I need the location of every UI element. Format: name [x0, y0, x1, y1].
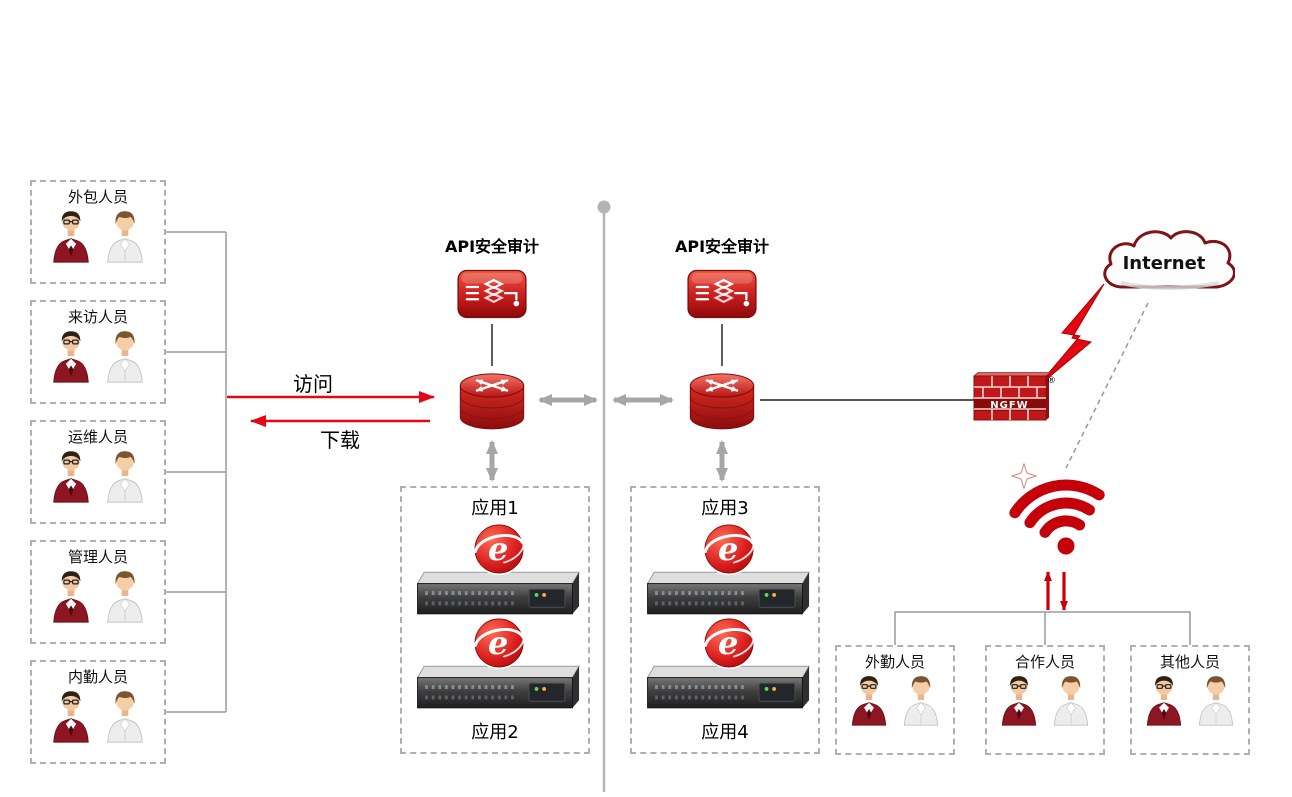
center-divider	[597, 200, 611, 792]
user-group-label: 管理人员	[67, 548, 128, 566]
app-zone-left: 应用1 应用2	[400, 486, 590, 754]
ie-browser-icon	[472, 616, 526, 670]
person-light-icon	[102, 568, 148, 624]
ie-browser-icon	[472, 522, 526, 576]
person-red-icon	[48, 688, 94, 744]
persons	[32, 208, 164, 264]
sparkle-icon	[1010, 462, 1038, 490]
ngfw-label: NGFW	[990, 400, 1029, 411]
user-group-internal: 内勤人员	[30, 660, 166, 764]
person-light-icon	[899, 673, 943, 727]
user-group-management: 管理人员	[30, 540, 166, 644]
internet-label: Internet	[1122, 253, 1206, 274]
user-group-label: 来访人员	[67, 308, 128, 326]
person-light-icon	[102, 448, 148, 504]
user-group-partner: 合作人员	[985, 645, 1105, 755]
left-user-bracket	[166, 231, 227, 713]
switch-stack-icon	[682, 362, 762, 434]
person-red-icon	[48, 448, 94, 504]
persons	[837, 673, 953, 727]
person-red-icon	[997, 673, 1041, 727]
user-group-label: 合作人员	[1014, 653, 1075, 671]
person-red-icon	[847, 673, 891, 727]
person-light-icon	[1049, 673, 1093, 727]
user-group-label: 内勤人员	[67, 668, 128, 686]
person-light-icon	[102, 328, 148, 384]
wifi-zone	[1002, 458, 1118, 562]
right-user-bracket	[894, 611, 1191, 645]
app-label: 应用2	[471, 722, 519, 743]
black-links	[491, 324, 978, 401]
internet-cloud: Internet	[1093, 220, 1236, 308]
switch-stack-icon	[452, 362, 532, 434]
user-group-field: 外勤人员	[835, 645, 955, 755]
download-label: 下载	[320, 428, 360, 452]
api-audit-title-left: API安全审计	[444, 237, 540, 256]
persons	[32, 568, 164, 624]
user-group-label: 外包人员	[67, 188, 128, 206]
person-red-icon	[48, 568, 94, 624]
persons	[32, 688, 164, 744]
user-group-label: 运维人员	[67, 428, 128, 446]
user-group-ops: 运维人员	[30, 420, 166, 524]
cloud-wifi-dashed-link	[1065, 302, 1149, 469]
wifi-icon	[1009, 462, 1105, 555]
user-group-label: 其他人员	[1159, 653, 1220, 671]
persons	[1132, 673, 1248, 727]
person-light-icon	[102, 688, 148, 744]
person-red-icon	[48, 328, 94, 384]
ie-browser-icon	[702, 616, 756, 670]
api-audit-appliance-icon	[452, 264, 532, 324]
persons	[32, 448, 164, 504]
ngfw-brick-icon	[973, 372, 1049, 421]
gray-double-arrows	[486, 394, 728, 482]
ie-browser-icon	[702, 522, 756, 576]
user-group-label: 外勤人员	[864, 653, 925, 671]
user-group-visitor: 来访人员	[30, 300, 166, 404]
app-label: 应用3	[701, 498, 749, 519]
person-light-icon	[102, 208, 148, 264]
person-red-icon	[48, 208, 94, 264]
access-label: 访问	[293, 372, 333, 396]
persons	[987, 673, 1103, 727]
person-light-icon	[1194, 673, 1238, 727]
api-audit-title-right: API安全审计	[674, 237, 770, 256]
ngfw-registered-mark: ®	[1047, 376, 1056, 386]
app-label: 应用4	[701, 722, 749, 743]
user-group-outsourced: 外包人员	[30, 180, 166, 284]
user-group-other: 其他人员	[1130, 645, 1250, 755]
internet-cloud-icon	[1103, 230, 1236, 290]
app-label: 应用1	[471, 498, 519, 519]
access-download-arrows	[227, 391, 435, 427]
app-zone-right: 应用3 应用4	[630, 486, 820, 754]
person-red-icon	[1142, 673, 1186, 727]
persons	[32, 328, 164, 384]
ngfw-firewall: NGFW ®	[973, 372, 1056, 422]
api-audit-appliance-icon	[682, 264, 762, 324]
wifi-updown-arrows	[1044, 571, 1068, 611]
